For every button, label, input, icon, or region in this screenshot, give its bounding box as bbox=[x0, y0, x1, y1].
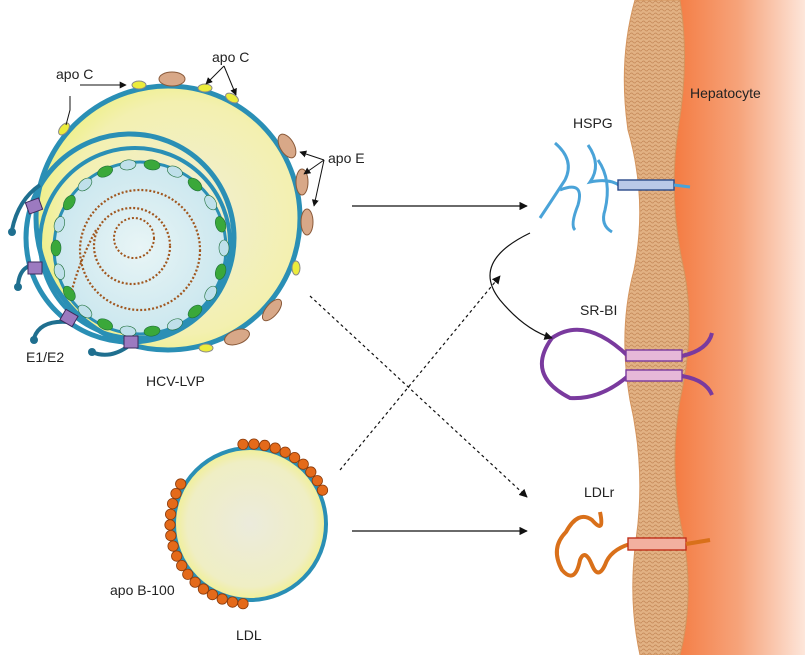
apo-b100-segment bbox=[175, 478, 187, 490]
hcv-lvp-label: HCV-LVP bbox=[146, 373, 205, 389]
arrow-hcv-to-ldlr-dotted bbox=[309, 295, 528, 498]
sr-bi-receptor: SR-BI bbox=[539, 302, 714, 401]
ldl-particle bbox=[164, 438, 329, 610]
capsid-protein bbox=[53, 263, 66, 280]
capsid-protein bbox=[218, 239, 230, 257]
apo-b100-segment bbox=[165, 508, 177, 520]
apo-b100-segment bbox=[189, 576, 201, 588]
arrow-ldl-to-srbi-dotted bbox=[339, 275, 501, 471]
capsid-protein bbox=[204, 195, 218, 211]
apo-c-proteins bbox=[58, 80, 301, 353]
apo-b100-label: apo B-100 bbox=[110, 582, 175, 598]
capsid-protein bbox=[62, 195, 76, 211]
apo-b100-segment bbox=[170, 487, 182, 500]
capsid-protein bbox=[77, 304, 93, 319]
apo-b100-segment bbox=[206, 588, 218, 601]
label-pointers bbox=[65, 65, 325, 207]
apo-b100-segment bbox=[237, 438, 249, 450]
e1e2-glycoproteins bbox=[8, 183, 139, 357]
apo-c-right-label: apo C bbox=[212, 49, 249, 65]
sr-bi-label: SR-BI bbox=[580, 302, 617, 318]
ldl-label: LDL bbox=[236, 627, 262, 643]
hepatocyte-membrane bbox=[623, 0, 690, 655]
capsid-protein bbox=[77, 177, 93, 192]
hepatocyte: Hepatocyte bbox=[623, 0, 805, 655]
arrows bbox=[309, 201, 553, 536]
apo-b100-segment bbox=[167, 540, 179, 552]
apo-b100-protein bbox=[164, 438, 329, 610]
apo-b100-segment bbox=[182, 568, 194, 580]
apo-b100-segment bbox=[197, 583, 209, 595]
arrow-hspg-to-srbi bbox=[489, 232, 553, 340]
capsid-protein bbox=[204, 285, 218, 301]
hepatocyte-cytoplasm bbox=[672, 0, 805, 655]
apo-b100-segment bbox=[288, 451, 301, 464]
capsid-protein bbox=[187, 177, 203, 192]
capsid-protein bbox=[167, 318, 183, 331]
capsid-protein bbox=[119, 159, 137, 171]
ldlr-receptor: LDLr bbox=[554, 484, 711, 578]
capsid-proteins bbox=[50, 159, 230, 337]
apo-b100-segment bbox=[237, 598, 249, 610]
capsid-protein bbox=[143, 159, 161, 171]
capsid-protein bbox=[214, 263, 227, 280]
apo-b100-segment bbox=[305, 466, 317, 478]
capsid-protein bbox=[167, 165, 183, 178]
e1e2-label: E1/E2 bbox=[26, 349, 64, 365]
apo-b100-segment bbox=[216, 593, 228, 605]
capsid-protein bbox=[143, 325, 161, 337]
capsid-protein bbox=[97, 318, 113, 331]
hcv-lvp-particle bbox=[8, 71, 314, 357]
apo-b100-segment bbox=[316, 484, 329, 496]
apo-e-proteins bbox=[158, 71, 314, 346]
apo-b100-segment bbox=[279, 446, 291, 458]
apo-b100-segment bbox=[171, 550, 183, 562]
capsid-protein bbox=[187, 304, 203, 319]
capsid-protein bbox=[50, 239, 62, 257]
apo-b100-segment bbox=[297, 458, 309, 470]
apo-b100-segment bbox=[165, 529, 177, 542]
apo-b100-segment bbox=[248, 438, 260, 450]
apo-b100-segment bbox=[176, 559, 188, 572]
capsid-protein bbox=[97, 165, 113, 178]
hspg-receptor: HSPG bbox=[538, 115, 691, 234]
ldlr-label: LDLr bbox=[584, 484, 615, 500]
capsid-protein bbox=[214, 216, 227, 233]
hspg-label: HSPG bbox=[573, 115, 613, 131]
apo-c-left-label: apo C bbox=[56, 66, 93, 82]
apo-b100-segment bbox=[269, 442, 281, 454]
apo-b100-segment bbox=[259, 439, 271, 451]
apo-e-label: apo E bbox=[328, 150, 365, 166]
apo-b100-segment bbox=[167, 498, 179, 510]
apo-b100-segment bbox=[226, 596, 239, 608]
viral-rna bbox=[70, 188, 202, 312]
hepatocyte-label: Hepatocyte bbox=[690, 85, 761, 101]
apo-b100-segment bbox=[164, 519, 176, 531]
apo-b100-segment bbox=[311, 475, 323, 487]
capsid-protein bbox=[53, 216, 66, 233]
